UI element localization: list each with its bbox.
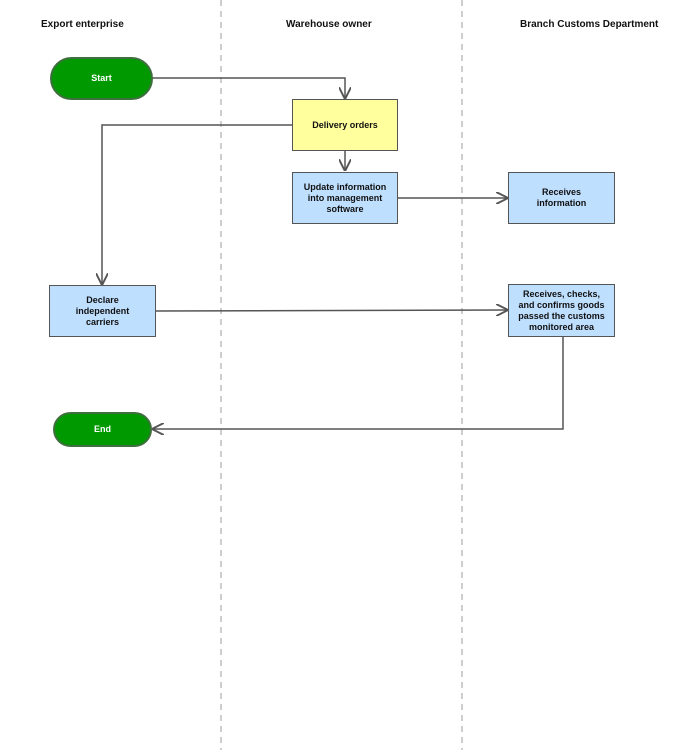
lane-title-warehouse-owner: Warehouse owner xyxy=(286,19,372,30)
customs-check-node: Receives, checks, and confirms goods pas… xyxy=(508,284,615,337)
edge-declare-to-customs xyxy=(155,310,507,311)
delivery-orders-node: Delivery orders xyxy=(292,99,398,151)
edge-customs-to-end xyxy=(153,337,564,429)
edge-start-to-delivery xyxy=(152,77,345,98)
declare-carriers-node: Declare independent carriers xyxy=(49,285,156,337)
update-information-node: Update information into management softw… xyxy=(292,172,398,224)
receives-information-node: Receives information xyxy=(508,172,615,224)
lane-title-branch-customs: Branch Customs Department xyxy=(520,19,659,30)
start-node: Start xyxy=(50,57,153,100)
lane-title-export-enterprise: Export enterprise xyxy=(41,19,124,30)
end-node: End xyxy=(53,412,152,447)
edge-delivery-to-declare xyxy=(102,124,292,284)
